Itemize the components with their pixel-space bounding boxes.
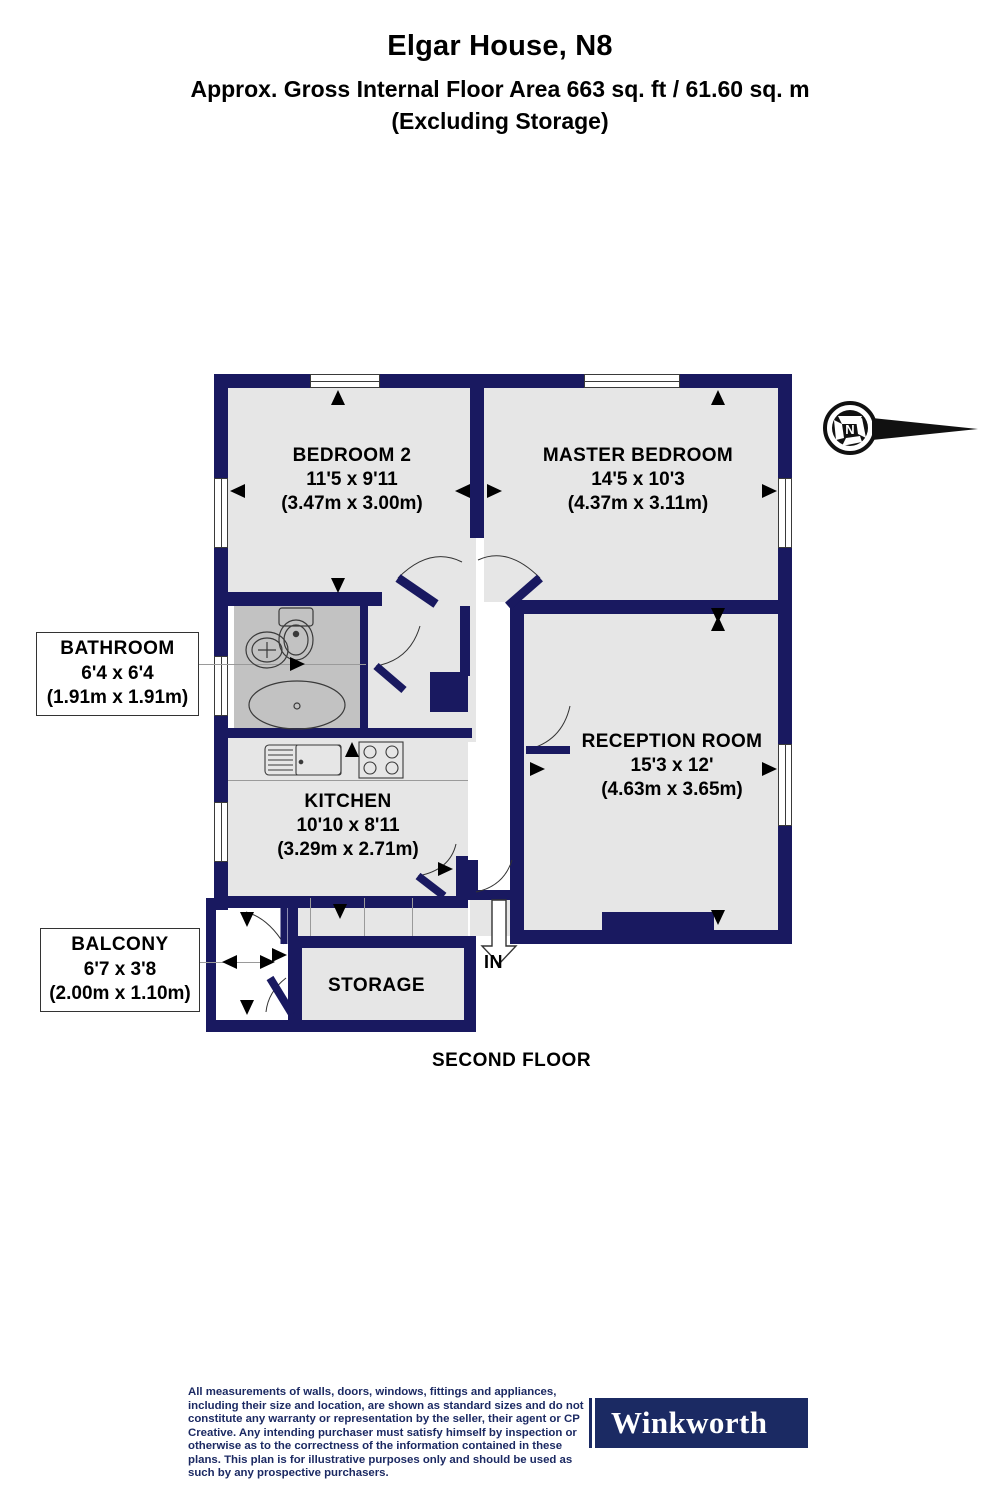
compass-rose-icon: N xyxy=(823,401,978,455)
room-name-bathroom: BATHROOM xyxy=(60,638,175,659)
wall-entry-top xyxy=(468,890,524,900)
room-label-master: MASTER BEDROOM 14'5 x 10'3 (4.37m x 3.11… xyxy=(510,444,766,516)
wall-entry-left xyxy=(468,860,478,900)
wall-exterior-top xyxy=(214,374,792,388)
room-metric-balcony: (2.00m x 1.10m) xyxy=(49,983,191,1005)
dim-arrow-reception-bottom xyxy=(711,910,725,925)
window-master-top xyxy=(584,374,680,388)
room-metric-reception: (4.63m x 3.65m) xyxy=(601,778,743,800)
room-label-balcony: BALCONY 6'7 x 3'8 (2.00m x 1.10m) xyxy=(40,928,200,1013)
room-metric-kitchen: (3.29m x 2.71m) xyxy=(277,838,419,860)
window-reception-right xyxy=(778,744,792,826)
wall-bathroom-bottom xyxy=(222,728,472,738)
room-name-kitchen: KITCHEN xyxy=(304,791,392,812)
entrance-label: IN xyxy=(484,952,503,972)
svg-text:N: N xyxy=(845,422,854,437)
exclusion-line: (Excluding Storage) xyxy=(391,108,609,134)
floor-reception xyxy=(524,610,792,944)
room-label-storage: STORAGE xyxy=(328,975,426,996)
wall-cupboard-block xyxy=(430,672,468,712)
line-kitchen-counter xyxy=(228,780,468,781)
wall-reception-chimney xyxy=(602,912,714,934)
room-imperial-kitchen: 10'10 x 8'11 xyxy=(296,814,400,836)
floor-storage xyxy=(298,944,468,1024)
brand-name: Winkworth xyxy=(611,1405,768,1440)
wall-exterior-right-3 xyxy=(778,826,792,944)
room-name-master: MASTER BEDROOM xyxy=(542,445,734,466)
window-bathroom-left xyxy=(214,656,228,716)
dim-arrow-balcony-top xyxy=(240,912,254,927)
dim-arrow-bedroom2-right xyxy=(455,484,470,498)
room-name-bedroom2: BEDROOM 2 xyxy=(292,445,412,466)
dim-arrow-master-right xyxy=(762,484,777,498)
line-lobby-2 xyxy=(364,898,365,936)
dim-arrow-bedroom2-top xyxy=(331,390,345,405)
room-metric-bathroom: (1.91m x 1.91m) xyxy=(46,687,189,709)
wall-storage-left xyxy=(288,936,302,1032)
window-master-right xyxy=(778,478,792,548)
room-label-reception: RECEPTION ROOM 15'3 x 12' (4.63m x 3.65m… xyxy=(552,730,792,802)
dim-arrow-reception-left xyxy=(530,762,545,776)
logo-edge-bar xyxy=(589,1398,592,1448)
wall-hall-right xyxy=(460,606,470,676)
floor-area-line: Approx. Gross Internal Floor Area 663 sq… xyxy=(190,76,810,102)
wall-reception-left xyxy=(510,600,524,944)
wall-exterior-right-1 xyxy=(778,374,792,478)
door-entrance xyxy=(475,859,513,893)
dim-arrow-reception-right xyxy=(762,762,777,776)
dim-arrow-bathroom xyxy=(290,657,305,671)
dim-arrow-balcony-left xyxy=(222,955,237,969)
dim-arrow-balcony-right xyxy=(272,948,287,962)
line-lobby-1 xyxy=(310,898,311,936)
wall-entry-right xyxy=(512,898,524,936)
room-name-reception: RECEPTION ROOM xyxy=(581,731,763,752)
window-bedroom2-top xyxy=(310,374,380,388)
dim-arrow-master-top xyxy=(711,390,725,405)
wall-balcony-top xyxy=(206,898,298,908)
wall-master-bottom xyxy=(524,600,792,614)
room-imperial-bathroom: 6'4 x 6'4 xyxy=(81,662,154,684)
wall-storage-bottom xyxy=(288,1020,476,1032)
dim-arrow-master-left xyxy=(487,484,502,498)
wall-reception-bottom xyxy=(518,930,792,944)
wall-storage-right xyxy=(464,936,476,1032)
room-label-kitchen: KITCHEN 10'10 x 8'11 (3.29m x 2.71m) xyxy=(232,790,464,862)
wall-bedroom2-bottom xyxy=(214,592,382,606)
floor-level-label: SECOND FLOOR xyxy=(432,1050,592,1071)
page-title: Elgar House, N8 xyxy=(387,30,613,62)
room-name-balcony: BALCONY xyxy=(71,934,169,955)
room-label-bathroom: BATHROOM 6'4 x 6'4 (1.91m x 1.91m) xyxy=(36,632,199,717)
window-kitchen-left xyxy=(214,802,228,862)
room-metric-master: (4.37m x 3.11m) xyxy=(567,492,709,514)
room-label-bedroom2: BEDROOM 2 11'5 x 9'11 (3.47m x 3.00m) xyxy=(240,444,464,516)
room-imperial-master: 14'5 x 10'3 xyxy=(591,468,685,490)
wall-exterior-left-1 xyxy=(214,374,228,478)
dim-arrow-kitchen-top xyxy=(345,742,359,757)
room-imperial-bedroom2: 11'5 x 9'11 xyxy=(306,468,398,490)
dim-arrow-bedroom2-bottom xyxy=(331,578,345,593)
room-imperial-reception: 15'3 x 12' xyxy=(630,754,714,776)
dim-arrow-master-bottom-2 xyxy=(711,616,725,631)
wall-balcony-bottom xyxy=(206,1020,306,1032)
dim-arrow-balcony-mid xyxy=(260,955,275,969)
wall-bedroom-partition xyxy=(470,386,484,538)
room-metric-bedroom2: (3.47m x 3.00m) xyxy=(281,492,423,514)
wall-kitchen-right xyxy=(456,856,468,908)
wall-storage-top xyxy=(288,936,476,948)
dim-arrow-kitchen-right xyxy=(438,862,453,876)
window-bedroom2-left xyxy=(214,478,228,548)
wall-exterior-right-2 xyxy=(778,548,792,744)
dim-arrow-bedroom2-left xyxy=(230,484,245,498)
dim-arrow-lobby xyxy=(333,904,347,919)
wall-bathroom-right xyxy=(360,606,368,736)
disclaimer-text: All measurements of walls, doors, window… xyxy=(188,1386,584,1480)
wall-balcony-right xyxy=(288,898,298,936)
dim-arrow-balcony-bottom xyxy=(240,1000,254,1015)
room-imperial-balcony: 6'7 x 3'8 xyxy=(83,958,157,980)
line-lobby-3 xyxy=(412,898,413,936)
winkworth-logo: Winkworth xyxy=(595,1398,808,1448)
wall-balcony-left xyxy=(206,898,216,1030)
